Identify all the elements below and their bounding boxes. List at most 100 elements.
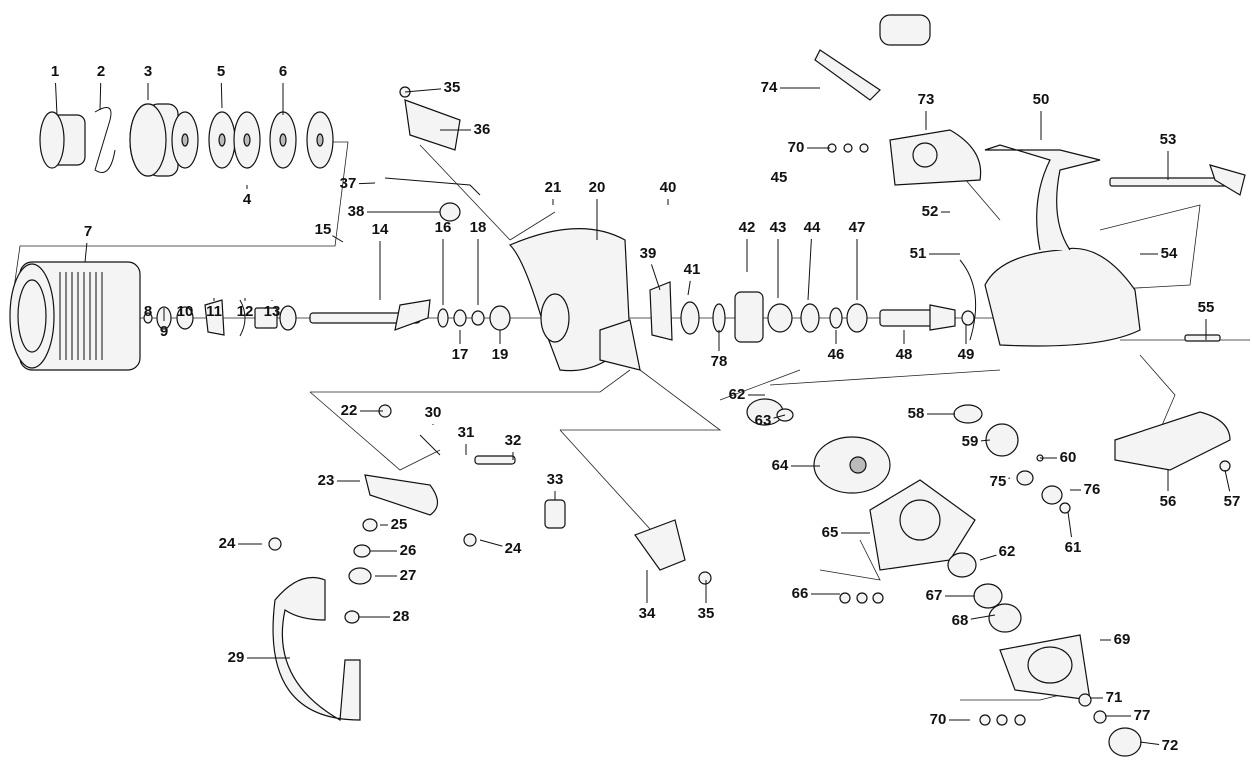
part-number-label: 61 bbox=[1065, 539, 1082, 556]
ring-67 bbox=[973, 583, 1003, 609]
part-number-label: 35 bbox=[698, 605, 715, 622]
gear-hub bbox=[849, 456, 867, 474]
rotor-hub bbox=[540, 293, 570, 343]
part-number-label: 22 bbox=[341, 402, 358, 419]
line-roller-cover-34 bbox=[634, 519, 686, 571]
part-number-label: 66 bbox=[792, 585, 809, 602]
bail-arm-23 bbox=[364, 474, 439, 516]
part-11-clicker bbox=[204, 299, 225, 336]
leader-line bbox=[220, 82, 223, 109]
screw-61 bbox=[1059, 502, 1071, 514]
part-number-label: 3 bbox=[144, 63, 152, 80]
part-number-label: 18 bbox=[470, 219, 487, 236]
part-number-label: 4 bbox=[243, 191, 252, 208]
part-46-washer bbox=[829, 307, 843, 329]
part-number-label: 78 bbox=[711, 353, 728, 370]
leader-line bbox=[332, 235, 344, 243]
part-8-washer bbox=[143, 312, 153, 324]
part-number-label: 68 bbox=[952, 612, 969, 629]
part-number-label: 12 bbox=[237, 303, 254, 320]
screw-66 bbox=[872, 592, 884, 604]
gear-59 bbox=[985, 423, 1019, 457]
part-number-label: 45 bbox=[771, 169, 788, 186]
part-number-label: 26 bbox=[400, 542, 417, 559]
leader-line bbox=[1067, 511, 1072, 538]
part-number-label: 23 bbox=[318, 472, 335, 489]
part-number-label: 1 bbox=[51, 63, 59, 80]
pin-55 bbox=[1184, 334, 1221, 342]
leader-line bbox=[1008, 477, 1011, 479]
part-number-label: 76 bbox=[1084, 481, 1101, 498]
screw-24-left bbox=[268, 537, 282, 551]
part-53-end bbox=[1209, 164, 1246, 196]
part-49-bushing bbox=[961, 310, 975, 326]
part-number-label: 67 bbox=[926, 587, 943, 604]
part-77 bbox=[1093, 710, 1107, 724]
part-number-label: 30 bbox=[425, 404, 442, 421]
part-number-label: 70 bbox=[788, 139, 805, 156]
part-number-label: 77 bbox=[1134, 707, 1151, 724]
leader-line bbox=[358, 182, 376, 185]
part-number-label: 29 bbox=[228, 649, 245, 666]
side-cover-hole bbox=[899, 499, 941, 541]
part-42-clutch bbox=[734, 291, 764, 343]
part-number-label: 19 bbox=[492, 346, 509, 363]
part-28 bbox=[344, 610, 360, 624]
part-25 bbox=[362, 518, 378, 532]
screw-70-top bbox=[843, 143, 853, 153]
washer-hole bbox=[316, 133, 324, 147]
part-number-label: 35 bbox=[444, 79, 461, 96]
washer-58 bbox=[953, 404, 983, 424]
part-number-label: 63 bbox=[755, 412, 772, 429]
washer-hole bbox=[243, 133, 251, 147]
rotor-arm-part bbox=[599, 319, 641, 371]
washer-tab-hole bbox=[218, 133, 226, 147]
handle-part-74 bbox=[814, 49, 881, 101]
part-number-label: 33 bbox=[547, 471, 564, 488]
part-number-label: 39 bbox=[640, 245, 657, 262]
part-27 bbox=[348, 567, 372, 585]
part-number-label: 31 bbox=[458, 424, 475, 441]
ring-75 bbox=[1016, 470, 1034, 486]
spool-bore bbox=[17, 279, 47, 353]
part-number-label: 65 bbox=[822, 524, 839, 541]
part-number-label: 20 bbox=[589, 179, 606, 196]
leader-line bbox=[404, 88, 442, 93]
part-number-label: 57 bbox=[1224, 493, 1241, 510]
part-10-washer bbox=[176, 306, 194, 330]
part-number-label: 62 bbox=[729, 386, 746, 403]
bail-arm-part-36 bbox=[404, 99, 461, 151]
part-number-label: 46 bbox=[828, 346, 845, 363]
part-number-label: 2 bbox=[97, 63, 105, 80]
part-14-arm bbox=[394, 299, 431, 331]
part-number-label: 14 bbox=[372, 221, 389, 238]
part-number-label: 74 bbox=[761, 79, 778, 96]
part-number-label: 13 bbox=[264, 303, 281, 320]
part-number-label: 40 bbox=[660, 179, 677, 196]
part-number-label: 11 bbox=[206, 303, 222, 320]
screw-66 bbox=[856, 592, 868, 604]
part-number-label: 15 bbox=[315, 221, 332, 238]
bail-arm-29 bbox=[272, 576, 361, 721]
part-30 bbox=[419, 434, 441, 456]
part-number-label: 6 bbox=[279, 63, 287, 80]
spring-32 bbox=[474, 455, 516, 465]
part-number-label: 42 bbox=[739, 219, 756, 236]
washer-hole bbox=[279, 133, 287, 147]
bail-part-51 bbox=[959, 259, 977, 341]
leader-line bbox=[807, 238, 812, 301]
part-26 bbox=[353, 544, 371, 558]
part-number-label: 64 bbox=[772, 457, 789, 474]
part-number-label: 48 bbox=[896, 346, 913, 363]
screw-35-lower bbox=[698, 571, 712, 585]
screw-66 bbox=[839, 592, 851, 604]
clip-spring-part bbox=[94, 107, 116, 173]
pinion-gear bbox=[929, 304, 956, 331]
reel-foot-part-50 bbox=[984, 144, 1101, 251]
part-number-label: 75 bbox=[990, 473, 1007, 490]
bearing-62-b bbox=[947, 552, 977, 578]
leader-line bbox=[84, 242, 88, 263]
part-18-collar bbox=[471, 310, 485, 326]
part-71 bbox=[1078, 693, 1092, 707]
